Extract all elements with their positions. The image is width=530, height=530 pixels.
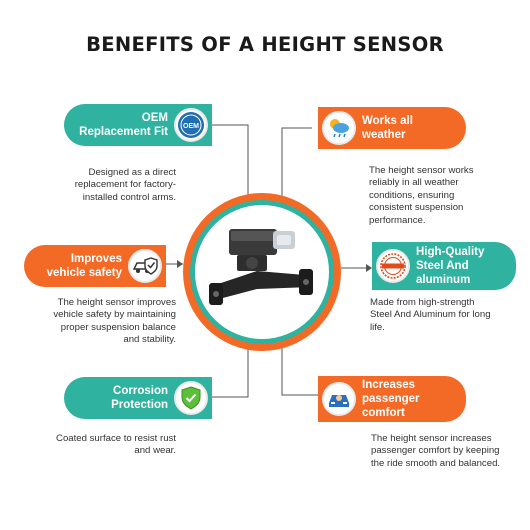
car-shield-icon: [128, 249, 162, 283]
benefit-safety-desc-line: proper suspension balance: [60, 321, 176, 333]
benefit-corrosion-desc: Coated surface to resist rust and wear.: [24, 433, 176, 458]
benefit-oem-title-line1: OEM: [141, 112, 168, 124]
benefit-comfort-pill: Increases passenger comfort: [318, 376, 466, 422]
benefit-weather-desc-line: reliably in all weather: [369, 177, 459, 189]
connector-corrosion: [212, 338, 249, 398]
benefit-weather-desc-line: consistent suspension: [369, 202, 464, 214]
benefit-safety-desc: The height sensor improves vehicle safet…: [14, 297, 176, 347]
benefit-oem-desc-line: installed control arms.: [82, 191, 176, 203]
benefit-weather-desc: The height sensor works reliably in all …: [369, 165, 519, 227]
benefit-weather-pill: Works all weather: [318, 107, 466, 149]
benefit-steel-desc-line: Made from high-strength: [370, 297, 475, 308]
benefit-steel-desc: Made from high-strength Steel And Alumin…: [370, 297, 520, 334]
weather-icon: [322, 111, 356, 145]
benefit-steel-pill: High-Quality Steel And aluminum: [372, 242, 516, 290]
benefit-oem-desc-line: Designed as a direct: [88, 167, 176, 178]
benefit-weather-title-line2: weather: [362, 129, 406, 141]
high-quality-stamp-icon: [376, 249, 410, 283]
benefit-comfort-desc: The height sensor increases passenger co…: [371, 433, 523, 470]
benefit-safety-desc-line: The height sensor improves: [57, 297, 176, 308]
benefit-steel-desc-line: life.: [370, 321, 385, 333]
benefit-oem-title: OEM Replacement Fit: [79, 111, 174, 139]
benefit-oem-desc-line: replacement for factory-: [74, 179, 176, 191]
benefit-weather-desc-line: conditions, ensuring: [369, 189, 455, 201]
benefit-steel-title: High-Quality Steel And aluminum: [410, 245, 484, 287]
connector-comfort: [281, 338, 320, 396]
benefit-weather-desc-line: performance.: [369, 214, 426, 226]
benefit-steel-title-line2: Steel And: [416, 260, 469, 272]
benefit-corrosion-title-line1: Corrosion: [113, 385, 168, 397]
benefit-safety-title-line1: Improves: [70, 253, 122, 265]
connector-weather: [281, 127, 312, 212]
oem-seal-icon: OEM: [174, 108, 208, 142]
benefit-weather-title: Works all weather: [356, 114, 413, 142]
benefit-oem-pill: OEM Replacement Fit OEM: [64, 104, 212, 146]
benefit-weather-desc-line: The height sensor works: [369, 165, 474, 176]
benefit-steel-desc-line: Steel And Aluminum for long: [370, 309, 491, 321]
benefit-comfort-title-line2: passenger: [362, 393, 420, 405]
benefit-comfort-desc-line: the ride smooth and balanced.: [371, 457, 501, 469]
benefit-comfort-title-line1: Increases: [362, 379, 416, 391]
benefit-steel-title-line3: aluminum: [416, 274, 471, 286]
benefit-safety-desc-line: and stability.: [123, 334, 176, 346]
benefit-corrosion-desc-line: and wear.: [134, 445, 176, 457]
benefit-comfort-desc-line: The height sensor increases: [371, 433, 492, 444]
page-title: BENEFITS OF A HEIGHT SENSOR: [86, 33, 444, 56]
benefit-corrosion-pill: Corrosion Protection: [64, 377, 212, 419]
benefit-comfort-title-line3: comfort: [362, 407, 405, 419]
benefit-comfort-desc-line: passenger comfort by keeping: [371, 445, 500, 457]
benefit-weather-title-line1: Works all: [362, 115, 413, 127]
height-sensor-product-photo: [209, 229, 313, 305]
benefit-corrosion-title: Corrosion Protection: [111, 384, 174, 412]
connector-oem: [212, 124, 249, 212]
benefit-oem-title-line2: Replacement Fit: [79, 126, 168, 138]
connector-safety-arrow: [177, 260, 183, 268]
benefit-safety-desc-line: vehicle safety by maintaining: [53, 309, 176, 321]
benefit-corrosion-title-line2: Protection: [111, 399, 168, 411]
oem-seal-text: OEM: [183, 123, 199, 130]
passenger-car-icon: [322, 382, 356, 416]
benefit-comfort-title: Increases passenger comfort: [356, 378, 420, 420]
benefit-corrosion-desc-line: Coated surface to resist rust: [56, 433, 176, 444]
connector-steel-arrow: [366, 264, 372, 272]
benefit-safety-pill: Improves vehicle safety: [24, 245, 166, 287]
benefit-safety-title-line2: vehicle safety: [46, 267, 122, 279]
shield-check-icon: [174, 381, 208, 415]
center-image-frame: [195, 205, 329, 339]
benefit-steel-title-line1: High-Quality: [416, 246, 485, 258]
benefit-safety-title: Improves vehicle safety: [47, 252, 128, 280]
benefit-oem-desc: Designed as a direct replacement for fac…: [40, 167, 176, 204]
